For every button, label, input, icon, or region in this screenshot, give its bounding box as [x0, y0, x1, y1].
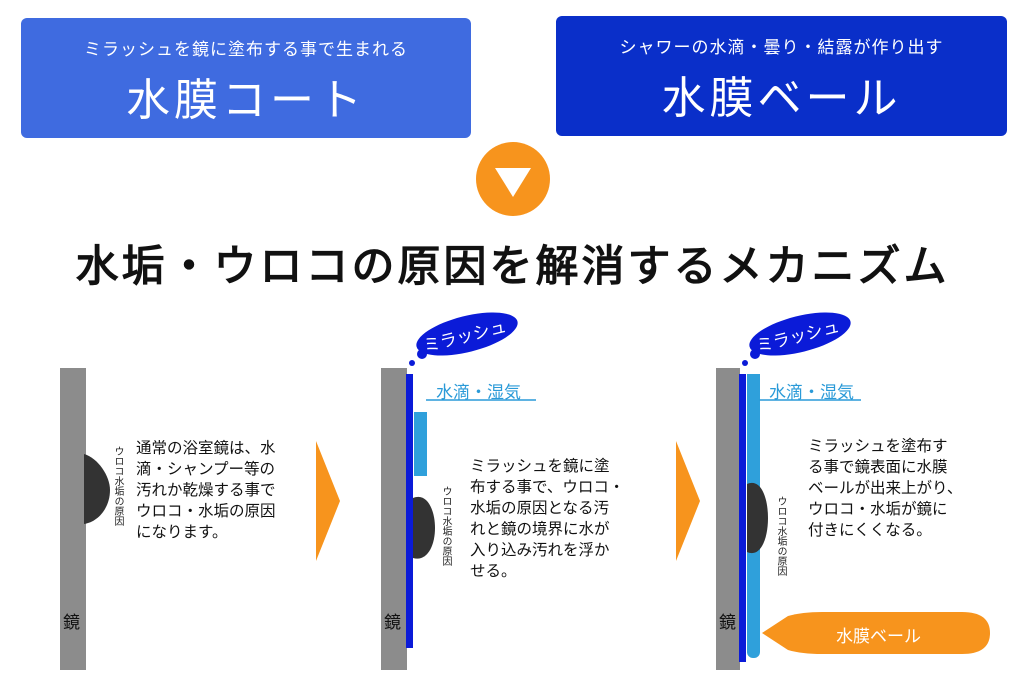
water-film-veil-box: シャワーの水滴・曇り・結露が作り出す 水膜ベール — [556, 16, 1007, 136]
water-label: 水滴・湿気 — [436, 383, 521, 403]
mirash-bubble — [409, 312, 518, 366]
mirror-label: 鏡 — [384, 613, 401, 633]
panel-1-description: 通常の浴室鏡は、水 滴・シャンプー等の 汚れか乾燥する事で ウロコ・水垢の原因 … — [136, 439, 276, 541]
coat-layer — [406, 374, 413, 648]
stain-shape — [747, 482, 768, 554]
mirror-bar — [60, 368, 86, 670]
veil-subtitle: シャワーの水滴・曇り・結露が作り出す — [619, 38, 944, 58]
mirror-bar — [381, 368, 407, 670]
right-arrow-icon — [316, 441, 340, 561]
stain-label: ウロコ水垢の原因 — [440, 486, 451, 566]
panel-3-description: ミラッシュを塗布す る事で鏡表面に水膜 ベールが出来上がり、 ウロコ・水垢が鏡に… — [808, 437, 963, 539]
down-arrow-icon — [476, 142, 550, 216]
panel-2-description: ミラッシュを鏡に塗 布する事で、ウロコ・ 水垢の原因となる汚 れと鏡の境界に水が… — [470, 457, 625, 580]
veil-arrow-label: 水膜ベール — [836, 627, 921, 647]
veil-arrow — [762, 612, 990, 654]
coat-layer — [739, 374, 746, 662]
water-label-underline — [426, 399, 536, 401]
stain-shape — [413, 496, 435, 559]
mirash-bubble — [742, 312, 851, 366]
veil-title: 水膜ベール — [661, 73, 902, 124]
water-label-underline — [759, 399, 861, 401]
mirror-label: 鏡 — [719, 613, 736, 633]
stain-label: ウロコ水垢の原因 — [112, 446, 123, 526]
coat-subtitle: ミラッシュを鏡に塗布する事で生まれる — [84, 40, 408, 60]
water-film-coat-box: ミラッシュを鏡に塗布する事で生まれる 水膜コート — [21, 18, 471, 138]
right-arrow-icon — [676, 441, 700, 561]
mechanism-headline: 水垢・ウロコの原因を解消するメカニズム — [75, 242, 950, 292]
stain-shape — [84, 454, 110, 524]
stain-label: ウロコ水垢の原因 — [775, 496, 786, 576]
water-label: 水滴・湿気 — [769, 383, 854, 403]
mirror-bar — [716, 368, 740, 670]
mirror-label: 鏡 — [63, 613, 80, 633]
coat-title: 水膜コート — [126, 75, 366, 126]
water-layer — [414, 412, 427, 476]
